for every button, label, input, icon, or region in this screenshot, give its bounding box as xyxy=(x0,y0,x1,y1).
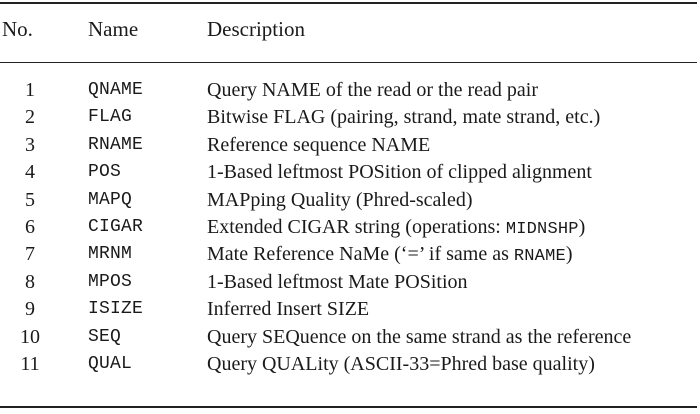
field-description: Bitwise FLAG (pairing, strand, mate stra… xyxy=(207,104,600,131)
table-header-row: No. Name Description xyxy=(0,17,700,45)
field-name: MRNM xyxy=(88,244,133,265)
row-number: 3 xyxy=(25,133,35,156)
table-top-rule xyxy=(0,2,697,4)
description-text: 1-Based leftmost Mate POSition xyxy=(207,270,468,293)
field-description: Query NAME of the read or the read pair xyxy=(207,77,538,104)
description-code: MIDNSHP xyxy=(505,219,579,239)
row-number: 10 xyxy=(20,325,40,348)
row-number: 2 xyxy=(25,106,35,129)
table-row: 4 POS 1-Based leftmost POSition of clipped… xyxy=(0,159,700,186)
row-number: 11 xyxy=(20,352,40,375)
description-text: Query NAME of the read or the read pair xyxy=(207,79,538,101)
table-header-rule xyxy=(0,62,697,63)
table-row: 8 MPOS 1-Based leftmost Mate POSition xyxy=(0,269,700,296)
table-row: 9 ISIZE Inferred Insert SIZE xyxy=(0,296,700,323)
table-row: 2 FLAG Bitwise FLAG (pairing, strand, mate… xyxy=(0,104,700,131)
field-name: ISIZE xyxy=(88,299,144,320)
description-text: MAPping Quality (Phred-scaled) xyxy=(207,188,473,211)
row-number: 1 xyxy=(25,79,35,101)
header-name: Name xyxy=(88,17,139,41)
table-row: 1 QNAME Query NAME of the read or the read… xyxy=(0,77,700,104)
field-name: QUAL xyxy=(88,353,133,374)
table-row: 10 SEQ Query SEQuence on the same strand a… xyxy=(0,324,700,351)
description-text: 1-Based leftmost POSition of clipped ali… xyxy=(207,161,592,184)
row-number: 8 xyxy=(25,270,35,293)
row-number: 7 xyxy=(25,243,35,266)
description-text: Mate Reference NaMe (‘=’ if same as xyxy=(207,243,514,266)
field-description: Reference sequence NAME xyxy=(207,132,430,159)
header-no: No. xyxy=(2,17,33,41)
field-name: RNAME xyxy=(88,134,144,155)
field-description: Extended CIGAR string (operations: MIDNS… xyxy=(207,214,585,243)
field-name: SEQ xyxy=(88,326,122,347)
field-description: Query QUALity (ASCII-33=Phred base quali… xyxy=(207,351,595,378)
field-description: 1-Based leftmost Mate POSition xyxy=(207,269,468,296)
description-text: Query SEQuence on the same strand as the… xyxy=(207,325,632,348)
row-number: 6 xyxy=(25,215,35,238)
row-number: 4 xyxy=(25,161,35,184)
field-description: 1-Based leftmost POSition of clipped ali… xyxy=(207,159,592,186)
description-text: Inferred Insert SIZE xyxy=(207,298,370,321)
table-body: 1 QNAME Query NAME of the read or the read… xyxy=(0,77,700,378)
row-number: 9 xyxy=(25,298,35,321)
description-text: ) xyxy=(565,243,573,266)
field-name: MPOS xyxy=(88,271,133,292)
field-name: MAPQ xyxy=(88,189,133,210)
description-text: Bitwise FLAG (pairing, strand, mate stra… xyxy=(207,106,601,129)
table-row: 11 QUAL Query QUALity (ASCII-33=Phred base… xyxy=(0,351,700,378)
header-description: Description xyxy=(207,17,305,41)
description-text: Extended CIGAR string (operations: xyxy=(207,215,506,238)
table-row: 7 MRNM Mate Reference NaMe (‘=’ if same as… xyxy=(0,241,700,268)
description-text: ) xyxy=(578,215,586,238)
field-description: Query SEQuence on the same strand as the… xyxy=(207,324,631,351)
field-description: MAPping Quality (Phred-scaled) xyxy=(207,187,473,214)
row-number: 5 xyxy=(25,188,35,211)
field-name: POS xyxy=(88,162,122,183)
description-code: RNAME xyxy=(513,247,566,267)
table-row: 6 CIGAR Extended CIGAR string (operations:… xyxy=(0,214,700,241)
table-row: 3 RNAME Reference sequence NAME xyxy=(0,132,700,159)
description-text: Reference sequence NAME xyxy=(207,133,431,156)
field-description: Mate Reference NaMe (‘=’ if same as RNAM… xyxy=(207,241,573,270)
table-bottom-rule xyxy=(0,406,697,408)
field-description: Inferred Insert SIZE xyxy=(207,296,369,323)
description-text: Query QUALity (ASCII-33=Phred base quali… xyxy=(207,352,595,375)
field-name: CIGAR xyxy=(88,216,144,237)
field-name: QNAME xyxy=(88,80,144,100)
field-name: FLAG xyxy=(88,107,133,128)
table-row: 5 MAPQ MAPping Quality (Phred-scaled) xyxy=(0,187,700,214)
